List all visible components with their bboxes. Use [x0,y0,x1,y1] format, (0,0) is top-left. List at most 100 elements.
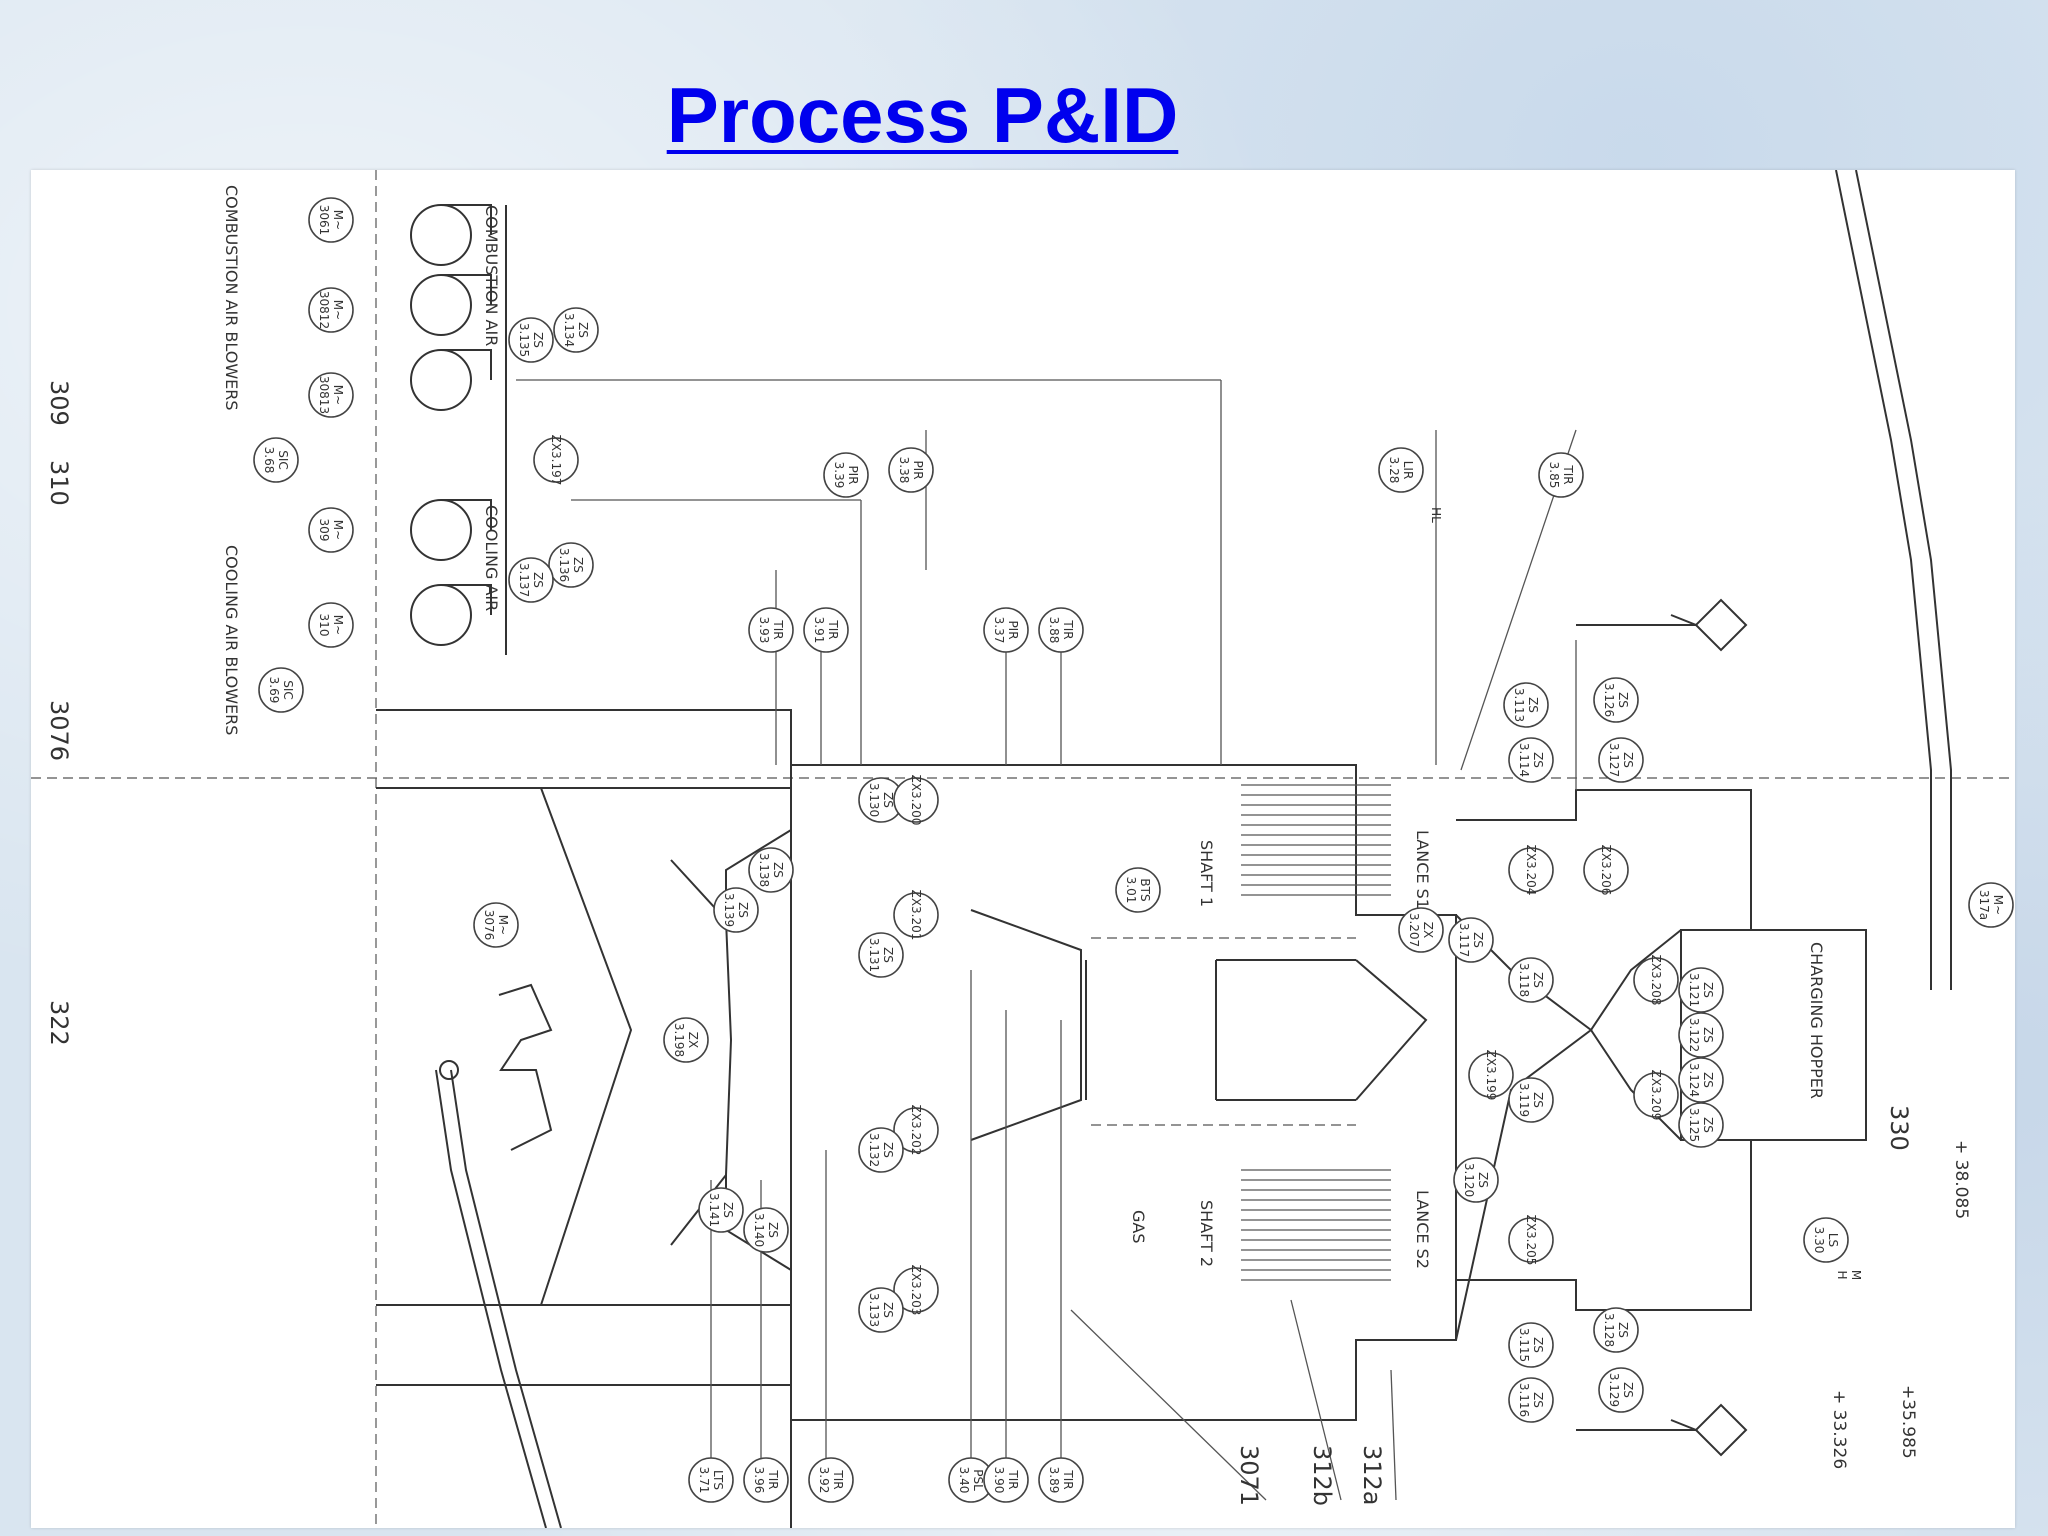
slide-title: Process P&ID [666,71,1179,159]
instrument-tag-zs3113: ZS3.113 [1503,682,1549,728]
instrument-bubble [1678,967,1724,1013]
area-310: 310 [45,460,73,506]
instrument-label: ZS3.120 [1462,1163,1490,1197]
instrument-tag-m310: M~310 [308,602,354,648]
instrument-bubble [983,607,1029,653]
instrument-tag-zx3205: ZX3.205 [1508,1215,1554,1265]
blower-icon [410,499,492,561]
instrument-label: ZS3.130 [867,783,895,817]
instrument-tag-ls330: LS3.30 [1803,1217,1849,1263]
instrument-label: ZS3.139 [722,893,750,927]
instrument-label: ZS3.131 [867,938,895,972]
instrument-bubble [1468,1052,1514,1098]
instrument-label: ZS3.117 [1457,923,1485,957]
instrument-tag-m30813: M~30813 [308,372,354,418]
instrument-label: M~30812 [317,291,345,329]
instrument-label: ZX3.208 [1649,955,1663,1006]
cooling-air-blowers-label: COOLING AIR BLOWERS [222,545,241,735]
instrument-bubble [1508,1322,1554,1368]
instrument-tag-hl: HL [1429,507,1443,523]
instrument-tag-pir338: PIR3.38 [888,447,934,493]
section-labels: COMBUSTION AIR COMBUSTION AIR BLOWERS CO… [222,185,1826,1269]
instrument-label: TIR3.91 [812,617,840,644]
area-3071: 3071 [1235,1445,1263,1506]
instrument-bubble [1678,1012,1724,1058]
instrument-label: TIR3.89 [1047,1467,1075,1494]
instrument-tag-zs3132: ZS3.132 [858,1127,904,1173]
instrument-tag-tir391: TIR3.91 [803,607,849,653]
elevation-labels: + 38.085 +35.985 + 33.326 [1829,1140,1971,1469]
instrument-label: ZS3.124 [1687,1063,1715,1097]
instrument-bubble [888,447,934,493]
instrument-label: ZS3.136 [557,548,585,582]
instrument-label: ZS3.134 [562,313,590,347]
instrument-tag-zs3137: ZS3.137 [508,557,554,603]
instrument-tag-zs3124: ZS3.124 [1678,1057,1724,1103]
instrument-label: BTS3.01 [1124,877,1152,904]
instrument-tag-zs3121: ZS3.121 [1678,967,1724,1013]
instrument-bubble [1508,847,1554,893]
instrument-label: ZX3.197 [549,435,563,486]
instrument-tag-zx3204: ZX3.204 [1508,845,1554,895]
instrument-tag-sic369: SIC3.69 [258,667,304,713]
instrument-tag-lts371: LTS3.71 [688,1457,734,1503]
lance-s2-label: LANCE S2 [1413,1190,1432,1269]
instrument-tag-psl340: PSL3.40 [948,1457,994,1503]
instrument-tag-zs3128: ZS3.128 [1593,1307,1639,1353]
instrument-tag-zs3118: ZS3.118 [1508,957,1554,1003]
instrument-label: ZX3.199 [1484,1050,1498,1101]
instrument-label: ZS3.127 [1607,743,1635,777]
instrument-label: TIR3.92 [817,1467,845,1494]
instrument-label: SIC3.69 [267,677,295,704]
blower-icon [410,204,492,266]
instrument-bubble [1583,847,1629,893]
instrument-label: ZS3.122 [1687,1018,1715,1052]
instrument-label: PSL3.40 [957,1467,985,1494]
instrument-label: ZS3.115 [1517,1328,1545,1362]
instrument-tag-zs3126: ZS3.126 [1593,677,1639,723]
instrument-bubble [1593,1307,1639,1353]
area-numbers: 309 310 3076 322 330 3071 312b 312a [45,380,1913,1506]
instrument-bubble [473,902,519,948]
instrument-bubble [308,507,354,553]
instrument-bubble [803,607,849,653]
instrument-label: M~310 [317,614,345,637]
instrument-bubble [808,1457,854,1503]
instrument-bubble [508,317,554,363]
instrument-tag-bts301: BTS3.01 [1115,867,1161,913]
instrument-bubble [1038,607,1084,653]
elevation-35985: +35.985 [1898,1385,1918,1459]
instrument-bubble [688,1457,734,1503]
elevation-33326: + 33.326 [1829,1390,1849,1469]
instrument-tag-zs3115: ZS3.115 [1508,1322,1554,1368]
instrument-tag-pir339: PIR3.39 [823,452,869,498]
instrument-label: LS3.30 [1812,1227,1840,1254]
area-322: 322 [45,1000,73,1046]
instrument-tag-tir392: TIR3.92 [808,1457,854,1503]
instrument-label: TIR3.93 [757,617,785,644]
instrument-tag-zs3122: ZS3.122 [1678,1012,1724,1058]
instrument-label: ZX3.203 [909,1265,923,1316]
instrument-label: ZX3.206 [1599,845,1613,896]
instrument-tag-zx3198: ZX3.198 [663,1017,709,1063]
instrument-bubble [548,542,594,588]
instrument-bubble [1398,907,1444,953]
instrument-bubble [983,1457,1029,1503]
combustion-air-blowers-label: COMBUSTION AIR BLOWERS [222,185,241,411]
instrument-label: M~3061 [317,205,345,236]
instrument-tag-zs3114: ZS3.114 [1508,737,1554,783]
instrument-tag-zs3139: ZS3.139 [713,887,759,933]
instrument-label: PIR3.39 [832,462,860,489]
instrument-bubble [1508,737,1554,783]
instrument-label: ZX3.202 [909,1105,923,1156]
instrument-bubble [1508,1217,1554,1263]
instrument-label: M~30813 [317,376,345,414]
instrument-tag-zx3201: ZX3.201 [893,890,939,940]
instrument-label: ZX3.209 [1649,1070,1663,1121]
instrument-label: ZS3.121 [1687,973,1715,1007]
instrument-label: PIR3.37 [992,617,1020,644]
instrument-tag-zs3116: ZS3.116 [1508,1377,1554,1423]
instrument-bubble [508,557,554,603]
combustion-air-label: COMBUSTION AIR [482,205,501,346]
instrument-bubble [1378,447,1424,493]
